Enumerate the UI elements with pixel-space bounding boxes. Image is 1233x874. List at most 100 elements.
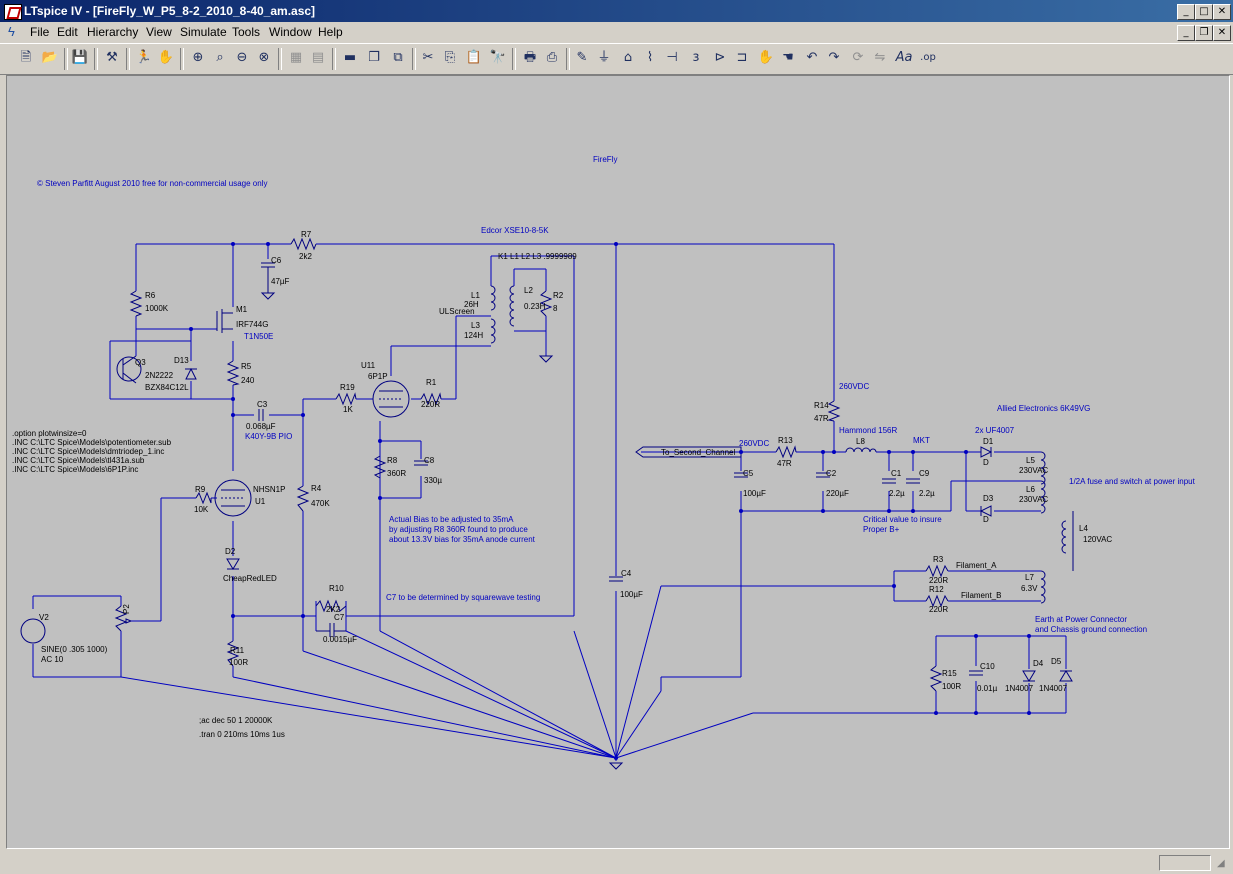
move-icon[interactable]: ✋ xyxy=(757,50,775,65)
close-button[interactable]: ✕ xyxy=(1213,4,1231,20)
minimize-button[interactable]: _ xyxy=(1177,4,1195,20)
close-all-icon[interactable]: ⧉ xyxy=(393,50,403,65)
cut-icon[interactable]: ✂ xyxy=(422,50,434,65)
inductor-l1 xyxy=(490,285,496,311)
label-r1-value: 220R xyxy=(421,400,440,409)
mirror-icon[interactable]: ⇋ xyxy=(874,50,886,65)
menu-simulate[interactable]: Simulate xyxy=(180,25,227,39)
resistor-r1 xyxy=(420,392,442,406)
diode-d5 xyxy=(1059,670,1073,682)
label-net-icon[interactable]: ⌂ xyxy=(623,50,633,65)
pot-p2 xyxy=(114,605,128,632)
label-r4: R4 xyxy=(311,484,322,493)
cascade-icon[interactable]: ❐ xyxy=(368,50,380,65)
redo-icon[interactable]: ↷ xyxy=(828,50,840,65)
inductor-l4 xyxy=(1061,520,1067,554)
control-panel-icon[interactable]: ⚒ xyxy=(106,50,118,65)
copy-icon[interactable]: ⎘ xyxy=(444,50,456,65)
zoom-out-icon[interactable]: ⊖ xyxy=(236,50,248,65)
diode-d1 xyxy=(980,446,993,458)
resize-grip-icon[interactable]: ◢ xyxy=(1217,858,1225,869)
open-icon[interactable]: 📂 xyxy=(41,50,59,65)
run-icon[interactable]: 🏃 xyxy=(135,50,153,65)
label-r1: R1 xyxy=(426,378,437,387)
doc-close-button[interactable]: ✕ xyxy=(1213,25,1231,41)
label-d2: D2 xyxy=(225,547,236,556)
pan-icon[interactable]: ⌕ xyxy=(216,50,224,65)
undo-icon[interactable]: ↶ xyxy=(806,50,818,65)
label-l6-value: 230VAC xyxy=(1019,495,1048,504)
ground-icon[interactable]: ⏚ xyxy=(597,50,611,65)
component-icon[interactable]: ⊐ xyxy=(736,50,748,65)
capacitor-icon[interactable]: ⊣ xyxy=(666,50,678,65)
label-copyright: © Steven Parfitt August 2010 free for no… xyxy=(37,179,267,188)
label-r8: R8 xyxy=(387,456,398,465)
diode-icon[interactable]: ⊳ xyxy=(714,50,726,65)
halt-icon[interactable]: ✋ xyxy=(157,50,175,65)
components xyxy=(20,237,1074,770)
label-r9-value: 10K xyxy=(194,505,209,514)
label-allied: Allied Electronics 6K49VG xyxy=(997,404,1090,413)
label-critical2: Proper B+ xyxy=(863,525,900,534)
doc-minimize-button[interactable]: _ xyxy=(1177,25,1195,41)
inductor-l7 xyxy=(1040,570,1046,604)
document-icon[interactable]: ϟ xyxy=(8,24,15,39)
capacitor-c6 xyxy=(261,262,275,293)
text-icon[interactable]: Aa xyxy=(895,50,913,65)
new-schematic-icon[interactable]: 🗎 xyxy=(20,50,32,65)
label-fuse: 1/2A fuse and switch at power input xyxy=(1069,477,1196,486)
label-r15-value: 100R xyxy=(942,682,961,691)
label-r5: R5 xyxy=(241,362,252,371)
zoom-in-icon[interactable]: ⊕ xyxy=(192,50,204,65)
label-r11-value: 100R xyxy=(229,658,248,667)
paste-icon[interactable]: 📋 xyxy=(465,50,483,65)
tube-u11 xyxy=(372,380,410,418)
menu-help[interactable]: Help xyxy=(318,25,343,39)
inductor-icon[interactable]: ɜ xyxy=(692,50,700,65)
zoom-fit-icon[interactable]: ⊗ xyxy=(258,50,270,65)
status-bar: ◢ xyxy=(0,852,1233,874)
label-c3: C3 xyxy=(257,400,268,409)
inductor-l2 xyxy=(509,285,515,327)
spice-directive-icon[interactable]: .op xyxy=(920,52,936,63)
find-icon[interactable]: 🔭 xyxy=(489,50,507,65)
grid-icon[interactable]: ▤ xyxy=(311,50,325,65)
label-r12: R12 xyxy=(929,585,944,594)
label-c1: C1 xyxy=(891,469,902,478)
label-inc2: .INC C:\LTC Spice\Models\dmtriodep_1.inc xyxy=(12,447,164,456)
ground-symbol xyxy=(260,292,276,300)
print-icon[interactable]: ⎙ xyxy=(546,50,558,65)
capacitor-c5 xyxy=(734,472,748,478)
toolbar: 🗎 📂 💾 ⚒ 🏃 ✋ ⊕ ⌕ ⊖ ⊗ ▦ ▤ ▬ ❐ ⧉ ✂ ⎘ 📋 🔭 🖶 … xyxy=(0,43,1233,75)
menu-file[interactable]: File xyxy=(30,25,50,39)
resistor-r2 xyxy=(539,290,553,317)
source-v2 xyxy=(20,618,46,644)
label-c2: C2 xyxy=(826,469,837,478)
doc-restore-button[interactable]: ❐ xyxy=(1195,25,1213,41)
print-setup-icon[interactable]: 🖶 xyxy=(523,50,537,65)
drag-icon[interactable]: ☚ xyxy=(782,50,794,65)
save-icon[interactable]: 💾 xyxy=(71,50,89,65)
mosfet-m1 xyxy=(216,309,233,333)
schematic-drawing[interactable]: FireFly © Steven Parfitt August 2010 fre… xyxy=(7,76,1229,848)
inductor-l6 xyxy=(1040,480,1046,514)
label-l7: L7 xyxy=(1025,573,1034,582)
menu-tools[interactable]: Tools xyxy=(232,25,261,39)
menu-window[interactable]: Window xyxy=(269,25,312,39)
tile-horizontal-icon[interactable]: ▬ xyxy=(343,50,357,65)
menu-hierarchy[interactable]: Hierarchy xyxy=(87,25,139,39)
resistor-icon[interactable]: ⌇ xyxy=(646,50,654,65)
schematic-canvas[interactable]: FireFly © Steven Parfitt August 2010 fre… xyxy=(6,75,1230,849)
label-c8-value: 330µ xyxy=(424,476,442,485)
toolbar-separator xyxy=(94,48,98,70)
label-r10: R10 xyxy=(329,584,344,593)
ltspice-app-icon[interactable] xyxy=(4,4,22,20)
rotate-icon[interactable]: ⟳ xyxy=(852,50,864,65)
menu-view[interactable]: View xyxy=(146,25,172,39)
autoscale-icon[interactable]: ▦ xyxy=(289,50,303,65)
label-u1-value: NHSN1P xyxy=(253,485,285,494)
label-d1: D1 xyxy=(983,437,994,446)
draw-wire-icon[interactable]: ✎ xyxy=(576,50,588,65)
maximize-button[interactable]: □ xyxy=(1195,4,1213,20)
menu-edit[interactable]: Edit xyxy=(57,25,78,39)
